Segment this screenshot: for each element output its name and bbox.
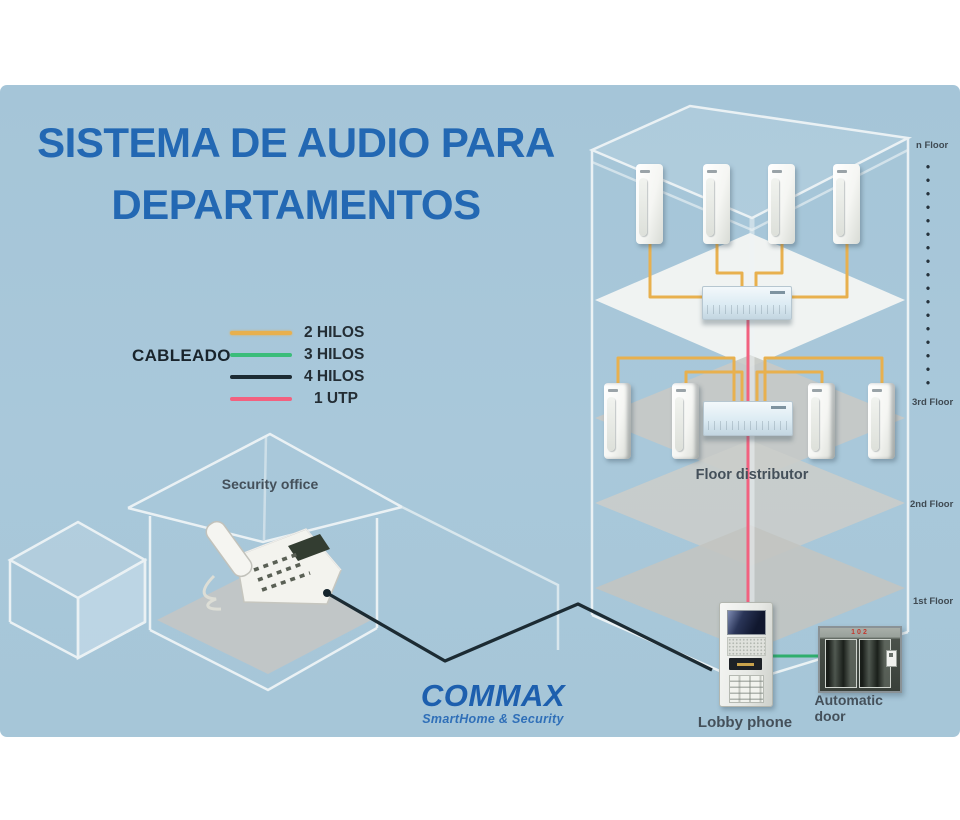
floor-label-n: n Floor: [916, 140, 949, 151]
lobby-phone: [719, 602, 773, 707]
legend-item-2hilos: 2 HILOS: [230, 324, 364, 342]
floor-distributor-label: Floor distributor: [695, 467, 809, 483]
intercom-handset: [703, 164, 730, 244]
floor-label-3rd: 3rd Floor: [912, 397, 954, 408]
lobby-phone-keypad: [729, 675, 764, 703]
commax-wordmark: COMMAX: [420, 678, 566, 713]
intercom-handset: [833, 164, 860, 244]
intercom-handset: [768, 164, 795, 244]
automatic-door: 102: [818, 626, 902, 693]
wiring-4hilos: [323, 589, 713, 672]
floor-dotted-line: [926, 160, 930, 392]
intercom-handset: [672, 383, 699, 459]
security-office-house: [127, 432, 560, 692]
floor-distributor-unit: [702, 286, 792, 320]
legend-label: 3 HILOS: [304, 346, 365, 363]
legend-swatch-1utp: [230, 397, 292, 401]
page-title: SISTEMA DE AUDIO PARA DEPARTAMENTOS: [22, 112, 570, 235]
intercom-handset: [636, 164, 663, 244]
legend-item-1utp: 1 UTP: [230, 390, 358, 408]
floor-label-1st: 1st Floor: [913, 596, 954, 607]
cube-outline: [7, 520, 148, 661]
legend-item-4hilos: 4 HILOS: [230, 368, 364, 386]
page-title-line1: SISTEMA DE AUDIO PARA: [37, 119, 555, 166]
wiring-2hilos: [616, 238, 884, 406]
security-office-label: Security office: [221, 476, 319, 492]
legend-swatch-2hilos: [230, 331, 292, 335]
intercom-handset: [868, 383, 895, 459]
intercom-handset: [808, 383, 835, 459]
legend-label: 2 HILOS: [304, 324, 365, 341]
page-title-line2: DEPARTAMENTOS: [111, 180, 481, 228]
legend-label: 4 HILOS: [304, 368, 365, 385]
legend-label: 1 UTP: [314, 390, 358, 407]
legend-swatch-4hilos: [230, 375, 292, 379]
floor-label-2nd: 2nd Floor: [910, 499, 954, 510]
commax-tagline: SmartHome & Security: [422, 712, 564, 726]
lobby-phone-screen: [727, 610, 766, 635]
commax-logo: COMMAX SmartHome & Security: [378, 680, 608, 726]
intercom-handset: [604, 383, 631, 459]
lobby-phone-label: Lobby phone: [697, 714, 793, 731]
lobby-phone-speaker: [727, 637, 766, 656]
guard-desk-phone: [202, 520, 342, 611]
door-glass-panel: [825, 639, 857, 688]
legend-swatch-3hilos: [230, 353, 292, 357]
floor-distributor-unit: [703, 401, 793, 436]
door-glass-panel: [859, 639, 891, 688]
legend-title: CABLEADO: [132, 346, 231, 365]
door-sign: 102: [851, 629, 869, 636]
automatic-door-label: Automatic door: [814, 692, 883, 724]
door-access-panel: [886, 650, 897, 667]
lobby-phone-nameplate: [729, 658, 762, 670]
legend-item-3hilos: 3 HILOS: [230, 346, 364, 364]
